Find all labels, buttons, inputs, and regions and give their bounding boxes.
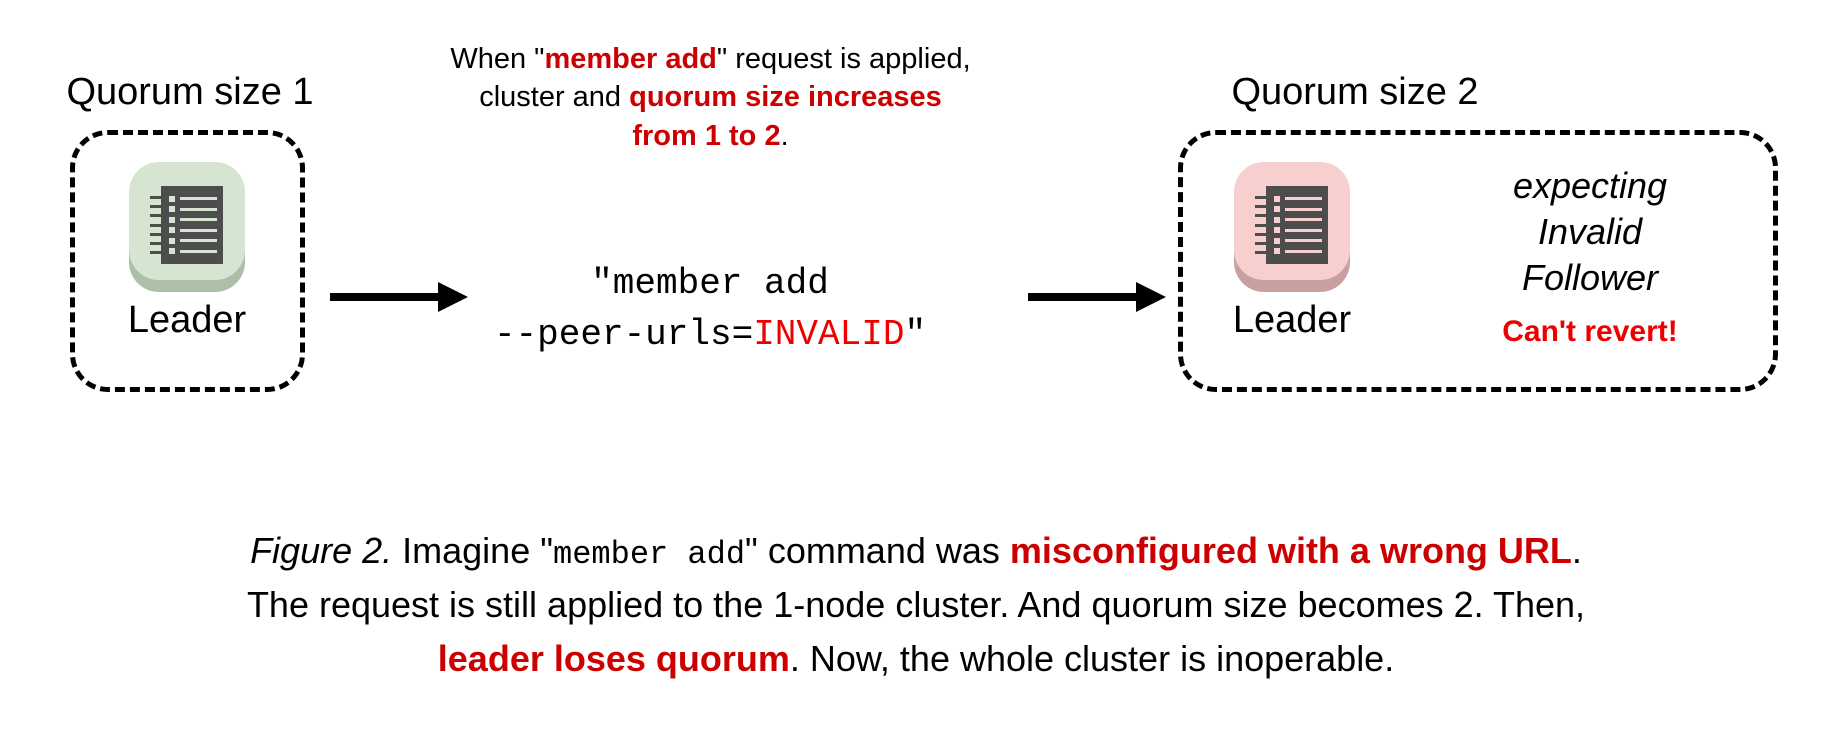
caption-seg-4: . Now, the whole cluster is inoperable. [789,637,1395,679]
left-cluster-heading: Quorum size 1 [66,71,314,113]
right-leader-node: Leader [1228,158,1356,342]
left-rack-rows [161,186,223,264]
caption-line-1: Figure 2. Imagine "member add" command w… [0,524,1832,578]
left-node-label: Leader [127,299,247,341]
annotation-l2-em: quorum size increases [629,81,942,114]
left-rack-glyph [150,186,223,264]
caption-seg-3: . [1571,530,1582,571]
right-rack-rows [1266,186,1328,264]
annotation-line-1: When "member add" request is applied, [398,40,1023,78]
right-tile [1234,162,1350,280]
right-rack-pins [1255,186,1266,264]
status-line-3: Follower [1521,257,1659,299]
caption-line-3: leader loses quorum. Now, the whole clus… [0,632,1832,685]
right-rack-glyph [1255,186,1328,264]
right-status-block: expecting Invalid Follower Can't revert! [1440,163,1740,349]
caption-line-2: The request is still applied to the 1-no… [246,584,1586,626]
annotation-line-2: cluster and quorum size increases [398,78,1023,116]
arrow-left-to-command [330,282,470,312]
status-line-1: expecting [1512,165,1668,206]
caption-seg-2: " command was [745,530,1010,571]
status-line-2: Invalid [1537,211,1643,253]
caption-seg-1: Imagine " [392,530,553,571]
annotation-text: When "member add" request is applied, cl… [398,40,1023,155]
annotation-l2-pre: cluster and [479,81,630,114]
left-leader-node: Leader [123,158,251,342]
annotation-l1-post: " request is applied, [716,43,971,75]
right-node-label: Leader [1232,299,1352,341]
figure-caption: Figure 2. Imagine "member add" command w… [0,524,1832,685]
command-l2-invalid: INVALID [753,314,905,356]
command-text: "member add --peer-urls=INVALID" [420,258,1000,360]
annotation-l3-post: . [780,119,789,152]
left-cluster-box [70,130,305,392]
right-cluster-heading: Quorum size 2 [1231,71,1479,113]
right-cluster-box [1178,130,1778,392]
left-server-icon [123,158,251,294]
arrow-command-to-right [1028,282,1168,312]
annotation-l3-em: from 1 to 2 [632,119,781,152]
command-line-1: "member add [591,263,829,304]
command-l2-post: " [904,314,927,356]
left-rack-pins [150,186,161,264]
right-server-icon [1228,158,1356,294]
annotation-l1-em: member add [544,43,717,75]
caption-figure-number: Figure 2. [250,530,393,571]
command-line-2: --peer-urls=INVALID" [420,309,1000,360]
annotation-line-3: from 1 to 2. [398,117,1023,155]
caption-mono-command: member add [553,536,746,573]
annotation-l1-pre: When " [450,43,545,75]
cant-revert-warning: Can't revert! [1502,315,1678,349]
command-l2-pre: --peer-urls= [493,314,754,356]
caption-em-misconfigured: misconfigured with a wrong URL [1009,530,1572,571]
left-tile [129,162,245,280]
caption-em-leader-loses-quorum: leader loses quorum [437,637,790,679]
